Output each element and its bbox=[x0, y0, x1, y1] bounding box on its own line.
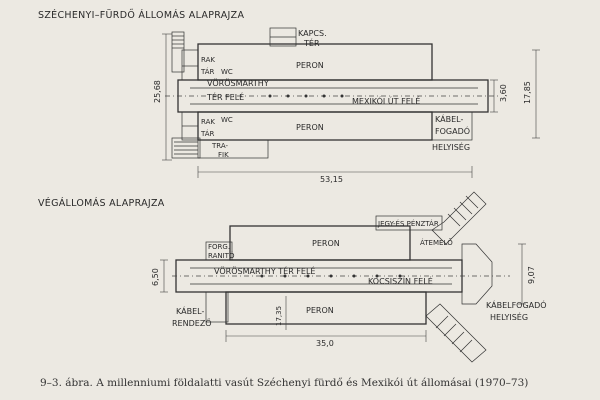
bottom-plan-title: VÉGÁLLOMÁS ALAPRAJZA bbox=[38, 197, 165, 209]
dim-bottom-mid-height: 17,35 bbox=[275, 306, 283, 326]
label-rak-1: RAK bbox=[201, 56, 215, 64]
label-helyiseg: HELYISÉG bbox=[432, 141, 470, 152]
label-kapcs: KAPCS. bbox=[298, 29, 327, 38]
top-plan-title: SZÉCHENYI–FÜRDŐ ÁLLOMÁS ALAPRAJZA bbox=[38, 9, 244, 21]
label-fogado: FOGADÓ bbox=[435, 125, 470, 136]
label-helyiseg-bottom: HELYISÉG bbox=[490, 311, 528, 322]
label-forg: FORG. bbox=[208, 243, 230, 251]
dim-top-height-total: 25,68 bbox=[153, 80, 162, 103]
label-kabelfogado: KÁBELFOGADÓ bbox=[486, 299, 547, 310]
dim-top-length: 53,15 bbox=[320, 175, 343, 184]
label-wc-2: WC bbox=[221, 116, 233, 124]
dim-bottom-left-height: 6,50 bbox=[151, 268, 160, 286]
label-mexikoi-ut-fele: MEXIKÓI ÚT FELÉ bbox=[352, 95, 420, 106]
top-dimensions bbox=[162, 33, 540, 178]
label-peron-lower-bottom: PERON bbox=[306, 306, 334, 315]
label-atemelo: ÁTEMELŐ bbox=[420, 238, 453, 247]
top-station-structure bbox=[165, 27, 500, 159]
label-kabel-bottom: KÁBEL- bbox=[176, 305, 204, 316]
label-peron-upper: PERON bbox=[296, 61, 324, 70]
label-jegy-penztar: JEGY-ÉS PÉNZTÁR bbox=[377, 219, 439, 228]
label-vorosmarthy: VÖRÖSMARTHY bbox=[207, 78, 269, 88]
label-rak-2: RAK bbox=[201, 118, 215, 126]
label-kabel: KÁBEL- bbox=[435, 113, 463, 124]
label-fik: FIK bbox=[218, 151, 229, 159]
bottom-station-structure bbox=[172, 191, 510, 363]
dim-bottom-length: 35,0 bbox=[316, 339, 334, 348]
label-tar-2: TÁR bbox=[200, 129, 215, 138]
dim-top-track-width: 3,60 bbox=[499, 84, 508, 102]
label-ter-fele: TÉR FELÉ bbox=[206, 91, 244, 102]
label-kocsiszin-fele: KOCSISZÍN FELÉ bbox=[368, 275, 433, 286]
label-peron-lower: PERON bbox=[296, 123, 324, 132]
label-wc-1: WC bbox=[221, 68, 233, 76]
dim-top-right-height: 17,85 bbox=[523, 81, 532, 104]
label-rendezo: RENDEZŐ bbox=[172, 318, 212, 328]
label-ranito: RANITÓ bbox=[208, 251, 235, 260]
label-tar-1: TÁR bbox=[200, 67, 215, 76]
label-vorosmarthy-ter-fele: VÖRÖSMARTHY TÉR FELÉ bbox=[214, 265, 315, 276]
label-tra: TRA- bbox=[211, 142, 228, 150]
label-ter: TÉR bbox=[303, 37, 320, 48]
label-peron-upper-bottom: PERON bbox=[312, 239, 340, 248]
bottom-dimensions bbox=[160, 243, 526, 342]
figure-caption: 9–3. ábra. A millenniumi földalatti vasú… bbox=[40, 376, 528, 389]
dim-bottom-right-height: 9,07 bbox=[527, 266, 536, 284]
